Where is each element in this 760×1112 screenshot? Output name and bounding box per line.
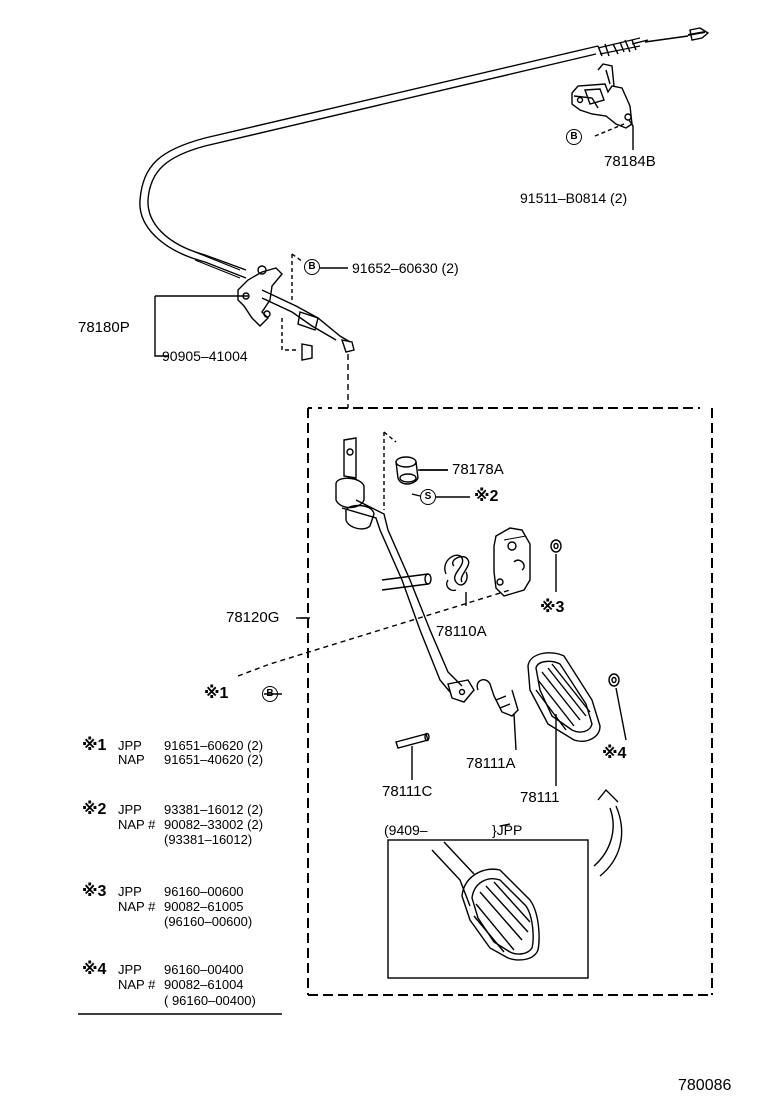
part-78184B: 78184B [604, 153, 656, 170]
note-2-row-3-value: (93381–16012) [164, 832, 253, 847]
part-78111: 78111 [520, 789, 560, 806]
nut-4 [608, 673, 627, 741]
note-1-row-2-value: 91651–40620 (2) [164, 752, 264, 767]
note-mark-1-callout: ※1 [204, 685, 229, 702]
note-3-mark: ※3 [82, 883, 107, 900]
accelerator-cable [139, 27, 710, 279]
note-1-row-1-value: 91651–60620 (2) [164, 738, 264, 753]
note-2-row-1-value: 93381–16012 (2) [164, 802, 264, 817]
pad-spring [476, 679, 519, 751]
diagram-id: 780086 [678, 1077, 732, 1094]
note-3-row-1-label: JPP [118, 884, 142, 899]
part-78180P: 78180P [78, 319, 130, 336]
cable-end-bracket [154, 253, 355, 408]
bolt-symbol-2: B [304, 259, 320, 275]
note-2-row-2-label: NAP # [118, 817, 156, 832]
inset-range-open: (9409– [384, 822, 428, 838]
note-3-row-1-value: 96160–00600 [164, 884, 244, 899]
note-2-mark: ※2 [82, 801, 107, 818]
pedal-pad [527, 652, 601, 786]
sleeve-symbol: S [420, 489, 436, 505]
bolt-symbol-1: B [566, 129, 582, 145]
part-78178A: 78178A [452, 461, 504, 478]
note-1-row-1-label: JPP [118, 738, 142, 753]
part-78120G: 78120G [226, 609, 280, 626]
note-4-row-1-label: JPP [118, 962, 142, 977]
note-4-row-1-value: 96160–00400 [164, 962, 244, 977]
note-4-row-2-value: 90082–61004 [164, 977, 244, 992]
note-1-row-2-label: NAP [118, 752, 145, 767]
note-mark-4-callout: ※4 [602, 745, 627, 762]
note-2-row-2-value: 90082–33002 (2) [164, 817, 264, 832]
note-3-row-2-label: NAP # [118, 899, 156, 914]
note-3-row-3-value: (96160–00600) [164, 914, 253, 929]
pedal-arm [237, 431, 511, 703]
inset-range-close: }JPP [492, 822, 523, 838]
part-78111C: 78111C [382, 783, 433, 800]
note-mark-3-callout: ※3 [540, 599, 565, 616]
part-78110A: 78110A [436, 623, 487, 640]
part-90905: 90905–41004 [162, 348, 248, 364]
note-1-mark: ※1 [82, 737, 107, 754]
part-78111A: 78111A [466, 755, 516, 772]
nut-3 [550, 539, 562, 592]
note-2-row-1-label: JPP [118, 802, 142, 817]
part-91652: 91652–60630 (2) [352, 260, 459, 276]
inset-detail [387, 788, 623, 979]
cable-bracket [571, 63, 634, 150]
pedal-bracket [493, 527, 531, 597]
return-spring [444, 554, 470, 606]
note-4-row-3-value: ( 96160–00400) [164, 993, 256, 1008]
note-4-mark: ※4 [82, 961, 107, 978]
pedal-pin [395, 732, 430, 780]
note-3-row-2-value: 90082–61005 [164, 899, 244, 914]
note-mark-2-callout: ※2 [474, 488, 499, 505]
bolt-symbol-3: B [262, 686, 278, 702]
note-4-row-2-label: NAP # [118, 977, 156, 992]
part-91511: 91511–B0814 (2) [520, 190, 628, 206]
pedal-assembly-frame [307, 407, 713, 996]
